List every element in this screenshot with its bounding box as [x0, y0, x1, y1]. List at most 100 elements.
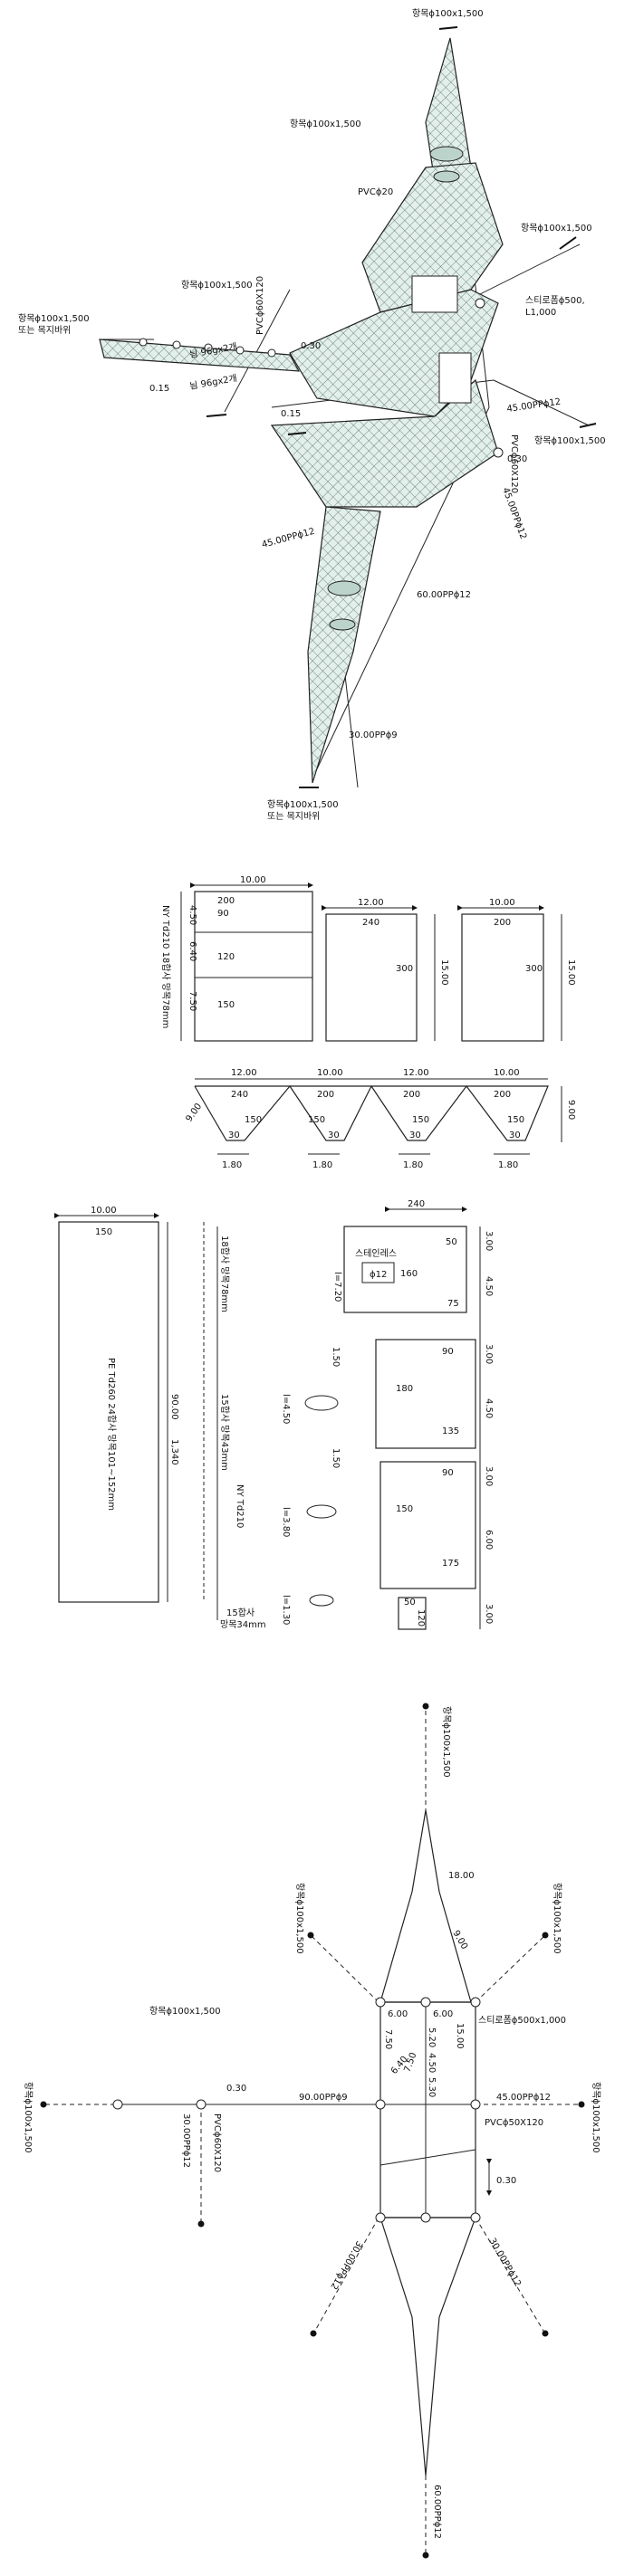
- trap-top-mesh: 150: [95, 1227, 112, 1237]
- plan-d750a: 7.50: [383, 2029, 393, 2049]
- plan-d530: 5.30: [427, 2077, 437, 2097]
- panel1-row3: 150: [217, 1000, 235, 1010]
- dim-015-b: 0.15: [281, 409, 301, 419]
- net-tail: [307, 506, 381, 784]
- plan-anchor-nw: 항목ϕ100x1,500: [294, 1883, 305, 1954]
- s2-b: 180: [396, 1384, 413, 1394]
- rope-45-c: 45.00PPϕ12: [500, 486, 528, 540]
- net-window-a: [411, 275, 458, 313]
- s3-b: 150: [396, 1504, 413, 1514]
- plan-d18: 18.00: [448, 1871, 475, 1881]
- tri1-width: 12.00: [231, 1068, 257, 1078]
- plan-d6a: 6.00: [388, 2009, 408, 2019]
- plan-rope90: 90.00PPϕ9: [299, 2093, 348, 2103]
- trap-height-a: 90.00: [169, 1394, 179, 1420]
- panel1-h1: 4.50: [187, 905, 197, 925]
- panel2-height: 15.00: [439, 959, 449, 986]
- tri1-bottom: 30: [228, 1131, 240, 1140]
- tri4-width: 10.00: [494, 1068, 520, 1078]
- panel3-mesh: 200: [494, 918, 511, 928]
- s4-b: 120: [416, 1609, 426, 1627]
- panels-material-label: NY Td210 18합사 망목78mm: [160, 905, 171, 1028]
- plan-view: [40, 1703, 585, 2559]
- gap-150-a: 1.50: [331, 1347, 341, 1367]
- dim-030-b: 0.30: [507, 454, 527, 464]
- anchor-top-label: 항목ϕ100x1,500: [412, 8, 484, 19]
- plan-d030a: 0.30: [226, 2084, 246, 2094]
- s2-c: 135: [442, 1426, 459, 1436]
- label-15b: 15합사: [226, 1608, 255, 1618]
- plan-anchor-w: 항목ϕ100x1,500: [149, 2006, 221, 2017]
- l130: l=1.30: [281, 1595, 291, 1625]
- panel-details: [180, 883, 562, 1155]
- anchor-bottom-label: 항목ϕ100x1,500: [267, 799, 339, 810]
- l450: l=4.50: [281, 1394, 291, 1424]
- plan-rope45: 45.00PPϕ12: [496, 2093, 551, 2103]
- dim-015-a: 0.15: [149, 384, 169, 394]
- panel1-h3: 7.50: [187, 991, 197, 1011]
- plan-rope60: 60.00PPϕ12: [432, 2485, 442, 2539]
- tri-height: 9.00: [566, 1100, 576, 1120]
- pvc-frame-label-a: PVCϕ60X120: [255, 276, 265, 335]
- anchor-right-label: 항목ϕ100x1,500: [521, 223, 592, 234]
- plan-d030b: 0.30: [496, 2176, 516, 2186]
- rope-30: 30.00PPϕ9: [349, 730, 398, 740]
- tri3-mesh: 200: [403, 1090, 420, 1100]
- tri4-bottom: 30: [509, 1131, 521, 1140]
- label-18: 18합사 망목78mm: [219, 1236, 230, 1312]
- rh-3: 3.00: [484, 1344, 494, 1364]
- label-15c: 망목34mm: [220, 1619, 266, 1630]
- s1-a: 50: [446, 1237, 457, 1247]
- trap-labels: 10.00 150 PE Td260 24합사 망목101~152mm 90.0…: [91, 1199, 494, 1630]
- panel3-height: 15.00: [566, 959, 576, 986]
- gap-150-b: 1.50: [331, 1448, 341, 1468]
- plan-anchor-ne: 항목ϕ100x1,500: [552, 1883, 562, 1954]
- perspective-view: 항목ϕ100x1,500 항목ϕ100x1,500 항목ϕ100x1,500 항…: [18, 8, 606, 822]
- net-leader-wing: [99, 339, 301, 372]
- s1-c: 75: [447, 1299, 459, 1309]
- s1-b: 160: [400, 1269, 418, 1279]
- net-label-b: 늼 96gx2개: [188, 373, 237, 392]
- plan-rope30sw: 30.00PPϕ12: [328, 2239, 364, 2291]
- tri1-mesh: 240: [231, 1090, 248, 1100]
- trap-detail: [54, 1207, 481, 1630]
- rh-1: 3.00: [484, 1231, 494, 1251]
- net-window-b: [438, 352, 472, 404]
- l720: l=7.20: [332, 1272, 342, 1302]
- rh-6: 6.00: [484, 1530, 494, 1550]
- plan-anchor-w2: 항목ϕ100x1,500: [23, 2082, 34, 2153]
- tri3-bottom: 30: [409, 1131, 421, 1140]
- rh-2: 4.50: [484, 1276, 494, 1296]
- s2-a: 90: [442, 1347, 454, 1357]
- plan-d450: 4.50: [427, 2053, 437, 2073]
- anchor-left-label: 항목ϕ100x1,500: [18, 313, 90, 324]
- plan-d750b: 7.50: [402, 2051, 418, 2074]
- s4-a: 50: [404, 1598, 416, 1608]
- panel1-width: 10.00: [240, 875, 266, 885]
- panel1-mesh-count: 200: [217, 896, 235, 906]
- rh-4: 4.50: [484, 1398, 494, 1418]
- tri2-bottom: 30: [328, 1131, 340, 1140]
- plan-rope30se: 30.00PPϕ12: [486, 2237, 523, 2288]
- tri2-inner: 150: [308, 1115, 325, 1125]
- phi12-label: ϕ12: [370, 1270, 387, 1280]
- anchor-mid-label: 항목ϕ100x1,500: [290, 119, 361, 129]
- dim-030-a: 0.30: [301, 341, 321, 351]
- tri3-width: 12.00: [403, 1068, 429, 1078]
- tri4-inner: 150: [507, 1115, 524, 1125]
- pvc20-label: PVCϕ20: [358, 187, 393, 197]
- pvc-frame-label-b: PVCϕ60X120: [509, 434, 519, 493]
- tri-slant: 9.00: [184, 1102, 204, 1124]
- anchor-bottom-sub-label: 또는 목지바위: [267, 810, 320, 822]
- stainless-label: 스테인레스: [355, 1248, 397, 1259]
- s3-a: 90: [442, 1468, 454, 1478]
- plan-labels: 항목ϕ100x1,500 항목ϕ100x1,500 항목ϕ100x1,500 항…: [23, 1706, 601, 2539]
- label-15: 15합사 망목43mm: [219, 1394, 230, 1471]
- tri2-width: 10.00: [317, 1068, 343, 1078]
- tri2-bd: 1.80: [312, 1160, 332, 1170]
- plan-anchor-e: 항목ϕ100x1,500: [591, 2082, 601, 2153]
- trap-height-b: 1,340: [169, 1439, 179, 1465]
- styro-label-1: 스티로폼ϕ500,: [525, 295, 585, 306]
- s3-c: 175: [442, 1559, 459, 1569]
